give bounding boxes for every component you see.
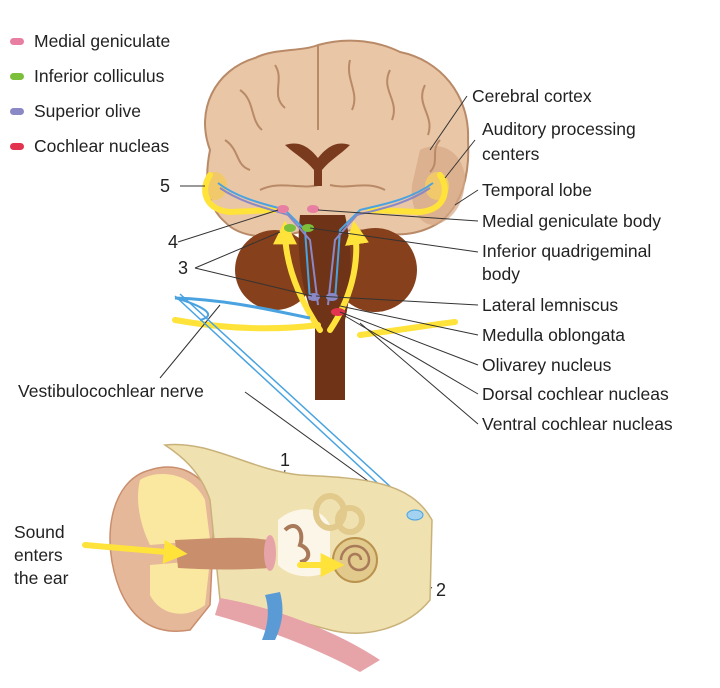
legend-item-cochlear-nucleas: Cochlear nucleas xyxy=(10,133,169,159)
eustachian-tube xyxy=(262,592,283,640)
ventricle xyxy=(285,143,350,170)
ear-canal xyxy=(175,537,270,570)
brain xyxy=(172,39,470,400)
nerve-end xyxy=(406,509,424,521)
label-ventral-cochlear-nucleas: Ventral cochlear nucleas xyxy=(482,414,673,434)
label-olivarey-nucleus: Olivarey nucleus xyxy=(482,355,612,375)
label-sound: Sound xyxy=(14,522,65,542)
label-auditory-processing-centers: centers xyxy=(482,144,540,164)
label-enters: enters xyxy=(14,545,63,565)
label-inferior-quadrigeminal-body: body xyxy=(482,264,520,284)
superior-olive-left xyxy=(308,293,320,301)
gyri xyxy=(224,46,441,191)
label-vestibulocochlear-nerve: Vestibulocochlear nerve xyxy=(18,381,204,401)
legend-item-medial-geniculate: Medial geniculate xyxy=(10,28,170,54)
legend-label: Inferior colliculus xyxy=(34,66,165,86)
legend-label: Medial geniculate xyxy=(34,31,171,51)
fat-tissue xyxy=(138,474,210,545)
label-dorsal-cochlear-nucleas: Dorsal cochlear nucleas xyxy=(482,384,669,404)
sound-arrows xyxy=(82,539,345,577)
legend-item-superior-olive: Superior olive xyxy=(10,98,141,124)
number-2: 2 xyxy=(436,580,447,600)
ossicles xyxy=(283,524,311,564)
legend-swatch xyxy=(10,107,24,115)
cerebrum xyxy=(204,39,470,238)
legend-swatch xyxy=(10,37,24,45)
fat-tissue-lower xyxy=(150,560,210,614)
label-lateral-lemniscus: Lateral lemniscus xyxy=(482,295,619,315)
auditory-pathways xyxy=(172,172,458,338)
label-medial-geniculate-body: Medial geniculate body xyxy=(482,211,662,231)
cochlea xyxy=(332,537,378,583)
number-3: 3 xyxy=(178,258,189,278)
eardrum xyxy=(264,535,276,571)
legend-item-inferior-colliculus: Inferior colliculus xyxy=(10,63,164,89)
medial-geniculate-left xyxy=(277,205,289,213)
nerve-connection xyxy=(174,293,419,516)
label-inferior-quadrigeminal: Inferior quadrigeminal xyxy=(482,241,652,261)
label-the-ear: the ear xyxy=(14,568,69,588)
third-ventricle xyxy=(314,168,322,186)
legend-swatch xyxy=(10,142,24,150)
number-1: 1 xyxy=(280,450,291,470)
skin-lower xyxy=(215,598,380,672)
number-5: 5 xyxy=(160,176,171,196)
medial-geniculate-right xyxy=(307,205,319,213)
legend-label: Superior olive xyxy=(34,101,141,121)
label-medulla-oblongata: Medulla oblongata xyxy=(482,325,626,345)
label-cerebral-cortex: Cerebral cortex xyxy=(472,86,592,106)
semicircular-canals xyxy=(313,493,365,535)
leader-lines xyxy=(159,95,479,589)
label-temporal-lobe: Temporal lobe xyxy=(482,180,592,200)
inferior-colliculus-right xyxy=(302,224,314,232)
legend-swatch xyxy=(10,72,24,80)
legend-label: Cochlear nucleas xyxy=(34,136,170,156)
label-auditory-processing: Auditory processing xyxy=(482,119,636,139)
cochlear-nucleus xyxy=(331,308,345,316)
ear xyxy=(82,443,433,672)
number-4: 4 xyxy=(168,232,179,252)
vestibulocochlear-nerve-path xyxy=(174,296,311,320)
inferior-colliculus-left xyxy=(284,224,296,232)
